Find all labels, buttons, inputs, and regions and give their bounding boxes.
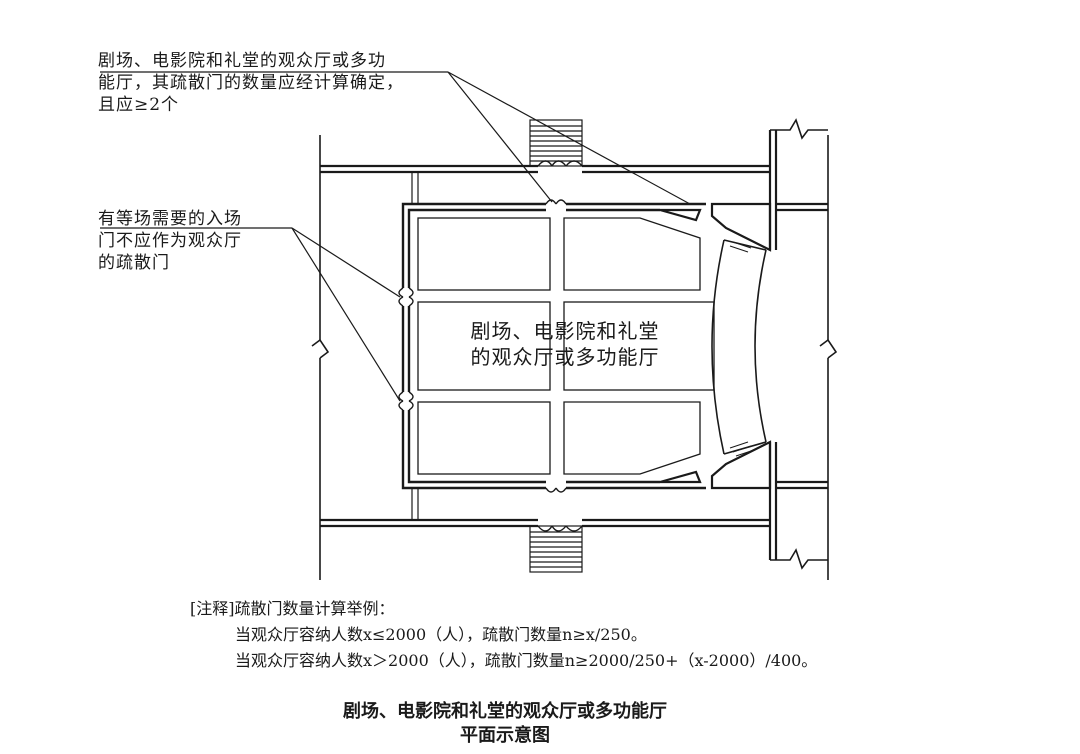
side-door-upper <box>398 287 414 307</box>
stage-side-boxes <box>659 202 772 490</box>
callout-left-line2: 门不应作为观众厅 <box>98 231 242 251</box>
hall-label-line2: 的观众厅或多功能厅 <box>470 345 660 369</box>
callout-leaders <box>100 71 691 402</box>
callout-evacuation-doors: 剧场、电影院和礼堂的观众厅或多功 能厅，其疏散门的数量应经计算确定， 且应≥2个 <box>98 50 404 116</box>
corridor-columns <box>411 172 419 520</box>
auditorium-walls <box>401 202 706 490</box>
callout-top-line2: 能厅，其疏散门的数量应经计算确定， <box>98 73 404 93</box>
stage-steps <box>729 241 755 457</box>
notes-rule-2: 当观众厅容纳人数x＞2000（人），疏散门数量n≥2000/250+（x-200… <box>235 651 818 670</box>
hall-door-top <box>545 199 567 205</box>
caption-line2: 平面示意图 <box>460 725 550 746</box>
callout-left-line1: 有等场需要的入场 <box>98 209 242 229</box>
corridor-walls <box>320 130 828 560</box>
stage-front <box>711 239 767 455</box>
caption-line1: 剧场、电影院和礼堂的观众厅或多功能厅 <box>343 701 667 722</box>
callout-top-line1: 剧场、电影院和礼堂的观众厅或多功 <box>98 51 386 71</box>
callout-top-line3: 且应≥2个 <box>98 95 180 115</box>
callout-left-line3: 的疏散门 <box>98 253 170 273</box>
corridor-door-top <box>537 160 583 167</box>
hall-label: 剧场、电影院和礼堂 的观众厅或多功能厅 <box>440 318 690 370</box>
stair-top <box>529 119 583 167</box>
figure-caption: 剧场、电影院和礼堂的观众厅或多功能厅 平面示意图 <box>0 700 1010 748</box>
hall-label-line1: 剧场、电影院和礼堂 <box>470 319 660 343</box>
notes-block: [注释]疏散门数量计算举例： 当观众厅容纳人数x≤2000（人），疏散门数量n≥… <box>190 596 817 674</box>
hall-door-bottom <box>545 487 567 493</box>
corridor-door-bottom <box>537 525 583 532</box>
notes-rule-1: 当观众厅容纳人数x≤2000（人），疏散门数量n≥x/250。 <box>235 625 647 644</box>
stair-bottom <box>529 525 583 573</box>
callout-entry-doors: 有等场需要的入场 门不应作为观众厅 的疏散门 <box>98 208 242 274</box>
side-door-lower <box>398 391 414 411</box>
notes-heading: [注释]疏散门数量计算举例： <box>190 599 395 618</box>
seating-blocks <box>417 217 715 475</box>
outer-building-lines <box>311 118 838 580</box>
